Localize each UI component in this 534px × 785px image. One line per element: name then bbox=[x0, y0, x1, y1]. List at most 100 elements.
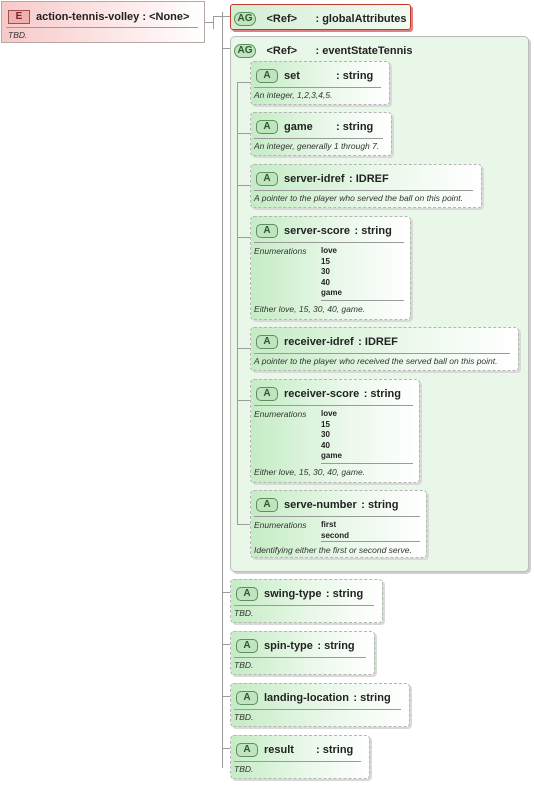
attribute-doc: TBD. bbox=[234, 764, 254, 774]
attribute-type: : IDREF bbox=[349, 172, 389, 185]
divider bbox=[6, 27, 198, 28]
enumeration-values: love 15 30 40 game bbox=[321, 409, 342, 460]
attribute-type: : string bbox=[354, 224, 392, 237]
connector-line bbox=[237, 185, 250, 186]
enumeration-values: love 15 30 40 game bbox=[321, 246, 342, 297]
connector-line bbox=[205, 22, 213, 23]
attribute-icon: A bbox=[236, 638, 258, 653]
attribute-type: : string bbox=[317, 639, 355, 652]
attribute-type: : string bbox=[336, 69, 374, 82]
element-doc: TBD. bbox=[8, 30, 28, 40]
attribute-type: : string bbox=[336, 120, 374, 133]
attribute-name: server-score bbox=[284, 224, 351, 237]
attribute-type: : string bbox=[316, 743, 354, 756]
attribute-icon: A bbox=[256, 497, 278, 512]
connector-line bbox=[237, 82, 250, 83]
element-title: action-tennis-volley : <None> bbox=[36, 10, 190, 23]
attribute-group-icon: AG bbox=[234, 43, 256, 58]
connector-line bbox=[237, 348, 250, 349]
attribute-doc: A pointer to the player who received the… bbox=[254, 356, 498, 366]
attribute-doc: An integer, generally 1 through 7. bbox=[254, 141, 380, 151]
divider bbox=[254, 138, 383, 139]
group-ref: <Ref> bbox=[266, 12, 298, 25]
divider bbox=[234, 657, 366, 658]
attribute-type: : string bbox=[361, 498, 399, 511]
attribute-name: receiver-idref bbox=[284, 335, 354, 348]
attribute-doc: A pointer to the player who served the b… bbox=[254, 193, 464, 203]
connector-line bbox=[213, 16, 214, 29]
attribute-type: : IDREF bbox=[358, 335, 398, 348]
attribute-name: set bbox=[284, 69, 300, 82]
divider bbox=[254, 87, 381, 88]
attribute-name: server-idref bbox=[284, 172, 345, 185]
divider bbox=[234, 709, 401, 710]
attribute-icon: A bbox=[236, 586, 258, 601]
connector-line bbox=[237, 82, 238, 525]
attribute-type: : string bbox=[353, 691, 391, 704]
attribute-name: spin-type bbox=[264, 639, 313, 652]
attribute-doc: Either love, 15, 30, 40, game. bbox=[254, 304, 366, 314]
enumerations-label: Enumerations bbox=[254, 520, 307, 530]
enumeration-values: first second bbox=[321, 520, 350, 540]
connector-line bbox=[222, 592, 230, 593]
connector-line bbox=[237, 400, 250, 401]
attribute-doc: TBD. bbox=[234, 712, 254, 722]
attribute-icon: A bbox=[236, 690, 258, 705]
group-name: : globalAttributes bbox=[315, 12, 407, 25]
divider bbox=[254, 190, 473, 191]
attribute-doc: TBD. bbox=[234, 608, 254, 618]
connector-line bbox=[237, 133, 250, 134]
attribute-name: serve-number bbox=[284, 498, 357, 511]
attribute-doc: Identifying either the first or second s… bbox=[254, 545, 412, 555]
connector-line bbox=[222, 12, 223, 768]
divider bbox=[254, 516, 420, 517]
connector-line bbox=[237, 524, 250, 525]
attribute-name: game bbox=[284, 120, 313, 133]
divider bbox=[254, 405, 413, 406]
attribute-icon: A bbox=[256, 119, 278, 134]
attribute-icon: A bbox=[236, 742, 258, 757]
attribute-icon: A bbox=[256, 171, 278, 186]
attribute-icon: A bbox=[256, 223, 278, 238]
enumerations-label: Enumerations bbox=[254, 409, 307, 419]
attribute-doc: TBD. bbox=[234, 660, 254, 670]
attribute-icon: A bbox=[256, 334, 278, 349]
attribute-type: : string bbox=[325, 587, 364, 600]
group-ref: <Ref> bbox=[266, 44, 298, 57]
divider bbox=[321, 541, 420, 542]
group-name: : eventStateTennis bbox=[315, 44, 413, 57]
attribute-name: swing-type bbox=[264, 587, 322, 600]
divider bbox=[234, 761, 361, 762]
enumerations-label: Enumerations bbox=[254, 246, 307, 256]
attribute-name: result bbox=[264, 743, 294, 756]
connector-line bbox=[222, 16, 230, 17]
attribute-group-icon: AG bbox=[234, 11, 256, 26]
attribute-doc: Either love, 15, 30, 40, game. bbox=[254, 467, 366, 477]
attribute-icon: A bbox=[256, 386, 278, 401]
attribute-name: receiver-score bbox=[284, 387, 360, 400]
connector-line bbox=[222, 696, 230, 697]
divider bbox=[254, 242, 404, 243]
divider bbox=[321, 300, 404, 301]
attribute-name: landing-location bbox=[264, 691, 349, 704]
connector-line bbox=[222, 748, 230, 749]
connector-line bbox=[222, 48, 230, 49]
attribute-icon: A bbox=[256, 68, 278, 83]
divider bbox=[254, 353, 510, 354]
global-attributes-group[interactable]: AG <Ref> : globalAttributes bbox=[230, 4, 411, 30]
connector-line bbox=[237, 237, 250, 238]
attribute-doc: An integer, 1,2,3,4,5. bbox=[254, 90, 333, 100]
connector-line bbox=[213, 16, 222, 17]
